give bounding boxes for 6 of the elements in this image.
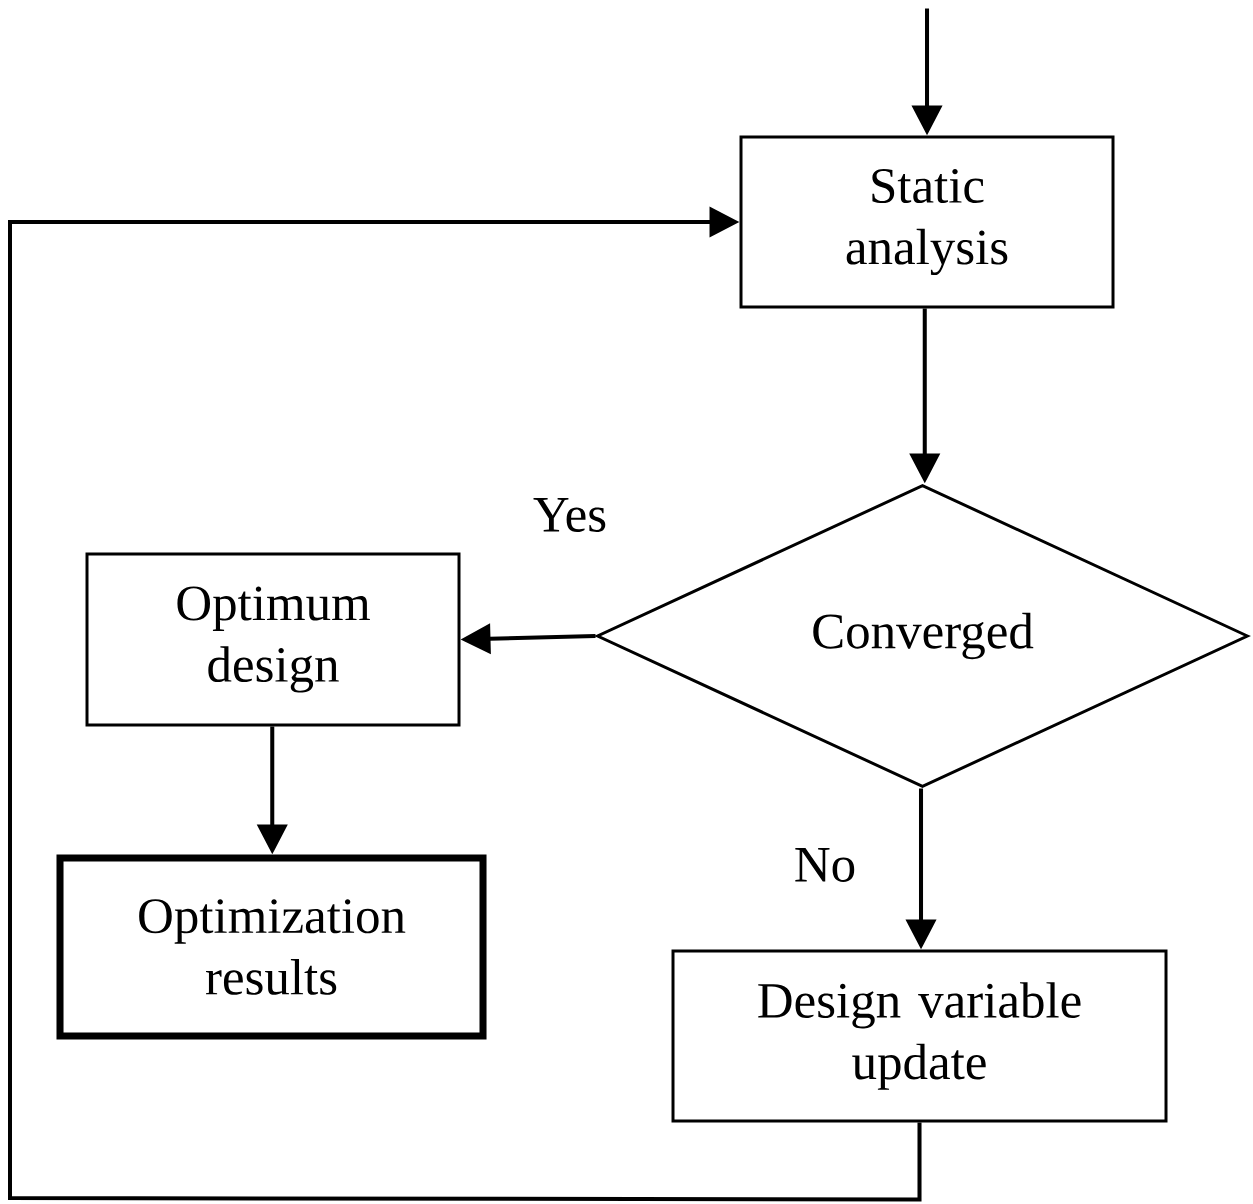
process-box: Design variable update <box>671 949 1168 1123</box>
arrow <box>8 206 922 1202</box>
edge-label: No <box>792 846 858 884</box>
result-box: Optimization results <box>56 854 487 1040</box>
process-box: Optimum design <box>85 552 461 727</box>
process-box: Static analysis <box>739 135 1115 309</box>
